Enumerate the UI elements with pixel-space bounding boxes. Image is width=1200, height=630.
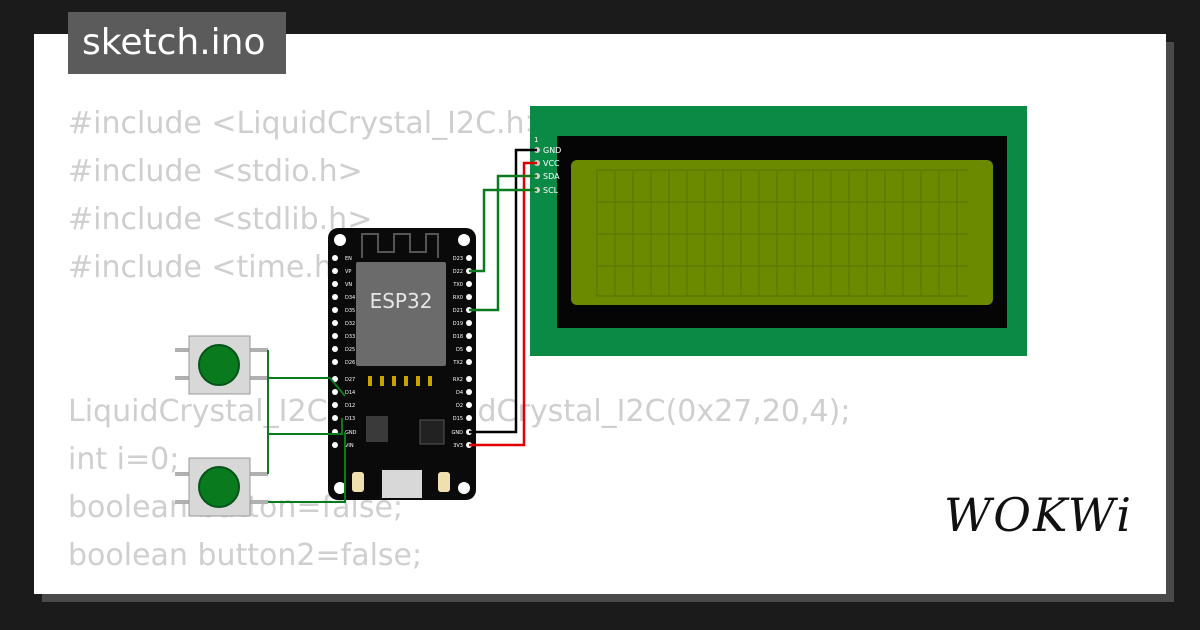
- pin-label: D33: [345, 334, 355, 340]
- usb-port-icon: [382, 470, 422, 498]
- pin-label: D23: [453, 256, 463, 262]
- wire-button-gnd: [268, 432, 346, 503]
- esp32-module-contacts: [368, 376, 432, 386]
- push-button-2[interactable]: [175, 457, 268, 517]
- pin-label: VP: [345, 269, 351, 275]
- file-tab-sketch-ino[interactable]: sketch.ino: [68, 12, 286, 74]
- lcd-character-grid: [596, 169, 968, 297]
- pin-label: D15: [453, 416, 463, 422]
- wire-button-2: [267, 418, 343, 474]
- esp32-module-shield: [356, 262, 446, 366]
- wires-lcd[interactable]: [469, 148, 537, 447]
- wire-scl: [469, 188, 537, 273]
- pin-label: TX0: [452, 282, 463, 288]
- code-line-6: int i=0;: [68, 442, 180, 477]
- pin-label: D34: [345, 295, 355, 301]
- lcd-pin-header: GND VCC SDA SCL: [534, 146, 561, 195]
- pin-label: D2: [456, 403, 463, 409]
- pin-label: VN: [345, 282, 352, 288]
- pin-label: D18: [453, 334, 463, 340]
- wire-button-1: [268, 377, 346, 397]
- wire-vcc: [469, 161, 537, 447]
- pin-label: D26: [345, 360, 355, 366]
- wifi-antenna-icon: [361, 233, 439, 258]
- wire-sda: [469, 174, 537, 312]
- wires-buttons[interactable]: [267, 350, 346, 503]
- code-line-8: boolean button2=false;: [68, 538, 423, 573]
- esp32-left-pin-labels: EN VP VN D34 D35 D32 D33 D25 D26 D27 D14…: [345, 256, 357, 449]
- wokwi-logo: WOKWi: [944, 488, 1133, 542]
- pin-label: GND: [345, 430, 357, 436]
- pin-label: D25: [345, 347, 355, 353]
- pin-label: D5: [456, 347, 463, 353]
- en-button-icon[interactable]: [438, 472, 450, 492]
- lcd-module[interactable]: 1 GND VCC SDA SCL: [530, 106, 1027, 356]
- lcd-pin-scl: SCL: [543, 186, 559, 195]
- code-line-1: #include <LiquidCrystal_I2C.h>: [68, 106, 550, 141]
- pin-label: D12: [345, 403, 355, 409]
- lcd-pin-marker: 1: [534, 136, 538, 144]
- pin-label: D35: [345, 308, 355, 314]
- code-line-4: #include <time.h>: [68, 250, 358, 285]
- pin-label: RX0: [453, 295, 463, 301]
- pin-label: TX2: [452, 360, 463, 366]
- lcd-pin-sda: SDA: [543, 172, 560, 181]
- pin-label: D21: [453, 308, 463, 314]
- lcd-pin-gnd: GND: [543, 146, 561, 155]
- pin-label: D4: [456, 390, 463, 396]
- pin-label: RX2: [453, 377, 463, 383]
- pin-label: D13: [345, 416, 355, 422]
- esp32-label: ESP32: [370, 289, 433, 313]
- code-line-2: #include <stdio.h>: [68, 154, 363, 189]
- push-button-1[interactable]: [175, 335, 268, 395]
- pin-label: D32: [345, 321, 355, 327]
- pin-label: VIN: [345, 443, 354, 449]
- pin-label: 3V3: [453, 443, 463, 449]
- pin-label: D14: [345, 390, 355, 396]
- code-line-3: #include <stdlib.h>: [68, 202, 373, 237]
- pin-label: GND: [452, 430, 464, 436]
- esp32-pin-holes: [332, 255, 472, 448]
- pin-label: D19: [453, 321, 463, 327]
- lcd-pin-vcc: VCC: [543, 159, 560, 168]
- pin-label: D27: [345, 377, 355, 383]
- pin-label: D22: [453, 269, 463, 275]
- esp32-right-pin-labels: D23 D22 TX0 RX0 D21 D19 D18 D5 TX2 RX2 D…: [452, 256, 464, 449]
- wire-gnd: [469, 148, 537, 434]
- pin-label: EN: [345, 256, 352, 262]
- esp32-board[interactable]: ESP32 EN VP VN D34 D35: [328, 228, 476, 500]
- voltage-regulator: [366, 416, 388, 442]
- usb-chip: [419, 419, 445, 445]
- boot-button-icon[interactable]: [352, 472, 364, 492]
